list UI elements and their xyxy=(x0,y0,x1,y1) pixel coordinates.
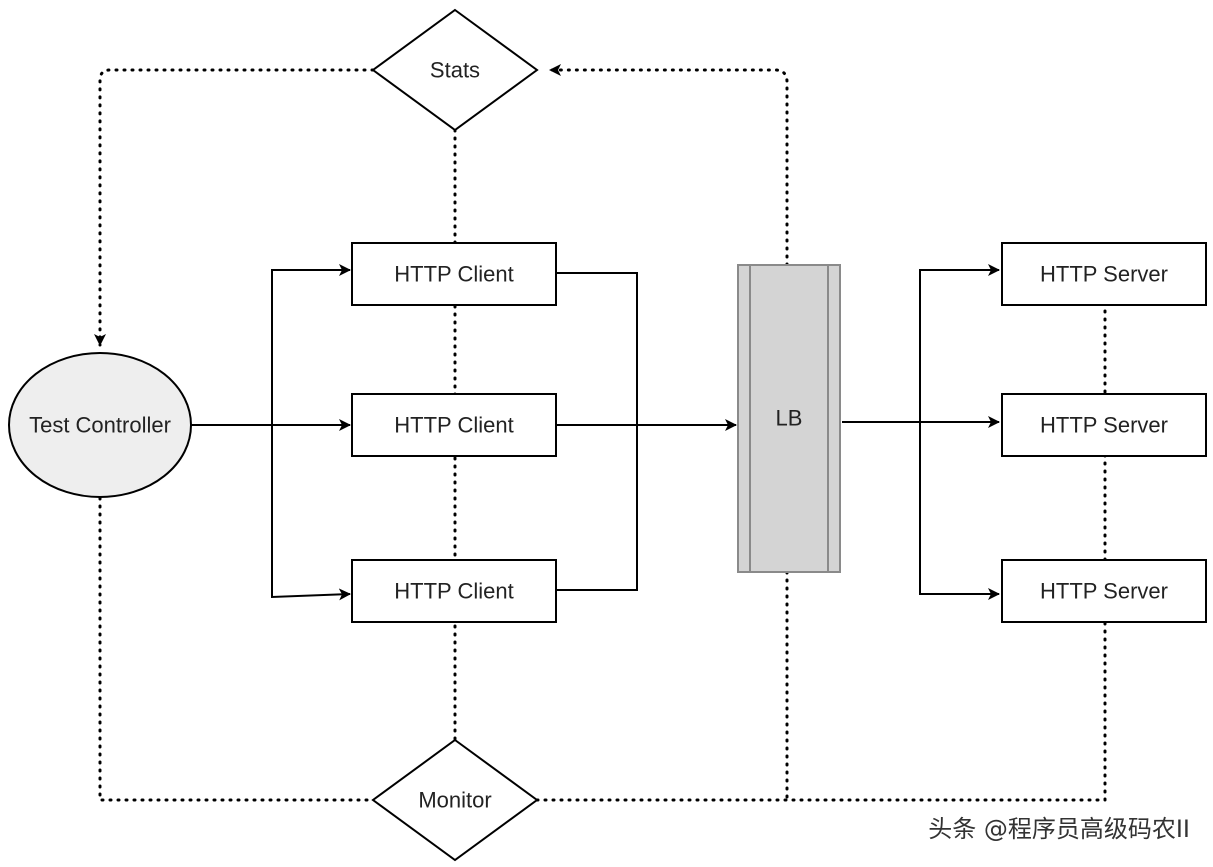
test-controller-label: Test Controller xyxy=(29,413,171,438)
solid-connectors xyxy=(191,264,1000,601)
http-client-label: HTTP Client xyxy=(394,413,513,438)
controller-to-client-3-arrow xyxy=(271,425,351,601)
http-client-label: HTTP Client xyxy=(394,262,513,287)
stats-diamond xyxy=(371,8,539,132)
dotted-connectors xyxy=(94,64,1107,802)
http-client-box xyxy=(351,242,557,306)
client-1-to-lb-line xyxy=(557,272,638,591)
http-server-label: HTTP Server xyxy=(1040,262,1168,287)
lb-label: LB xyxy=(776,406,803,431)
monitor-label: Monitor xyxy=(418,788,491,813)
monitor-to-servers-line xyxy=(535,303,1107,802)
controller-to-client-1-arrow xyxy=(271,264,351,425)
http-server-box xyxy=(1001,393,1207,457)
test-controller-ellipse xyxy=(8,352,192,498)
http-server-box xyxy=(1001,242,1207,306)
http-server-box xyxy=(1001,559,1207,623)
lb-to-server-1-arrow xyxy=(919,264,1000,422)
http-server-1[interactable]: HTTP Server xyxy=(1001,242,1207,306)
stats-label: Stats xyxy=(430,58,480,83)
http-client-label: HTTP Client xyxy=(394,579,513,604)
http-client-2[interactable]: HTTP Client xyxy=(351,393,557,457)
monitor-diamond xyxy=(371,738,539,862)
stats-node[interactable]: Stats xyxy=(371,8,539,132)
http-client-box xyxy=(351,559,557,623)
http-server-label: HTTP Server xyxy=(1040,413,1168,438)
lb-to-stats-line xyxy=(548,64,789,267)
http-server-3[interactable]: HTTP Server xyxy=(1001,559,1207,623)
controller-to-monitor-line xyxy=(98,496,375,802)
load-balancer-node[interactable]: LB xyxy=(737,264,841,573)
lb-outer-box xyxy=(737,264,841,573)
test-controller-node[interactable]: Test Controller xyxy=(8,352,192,498)
http-server-2[interactable]: HTTP Server xyxy=(1001,393,1207,457)
monitor-node[interactable]: Monitor xyxy=(371,738,539,862)
watermark-text: 头条 @程序员高级码农II xyxy=(928,815,1190,843)
stats-to-controller-line xyxy=(94,68,375,347)
http-server-label: HTTP Server xyxy=(1040,579,1168,604)
http-client-box xyxy=(351,393,557,457)
lb-to-server-3-arrow xyxy=(919,422,1000,600)
http-client-3[interactable]: HTTP Client xyxy=(351,559,557,623)
http-client-1[interactable]: HTTP Client xyxy=(351,242,557,306)
